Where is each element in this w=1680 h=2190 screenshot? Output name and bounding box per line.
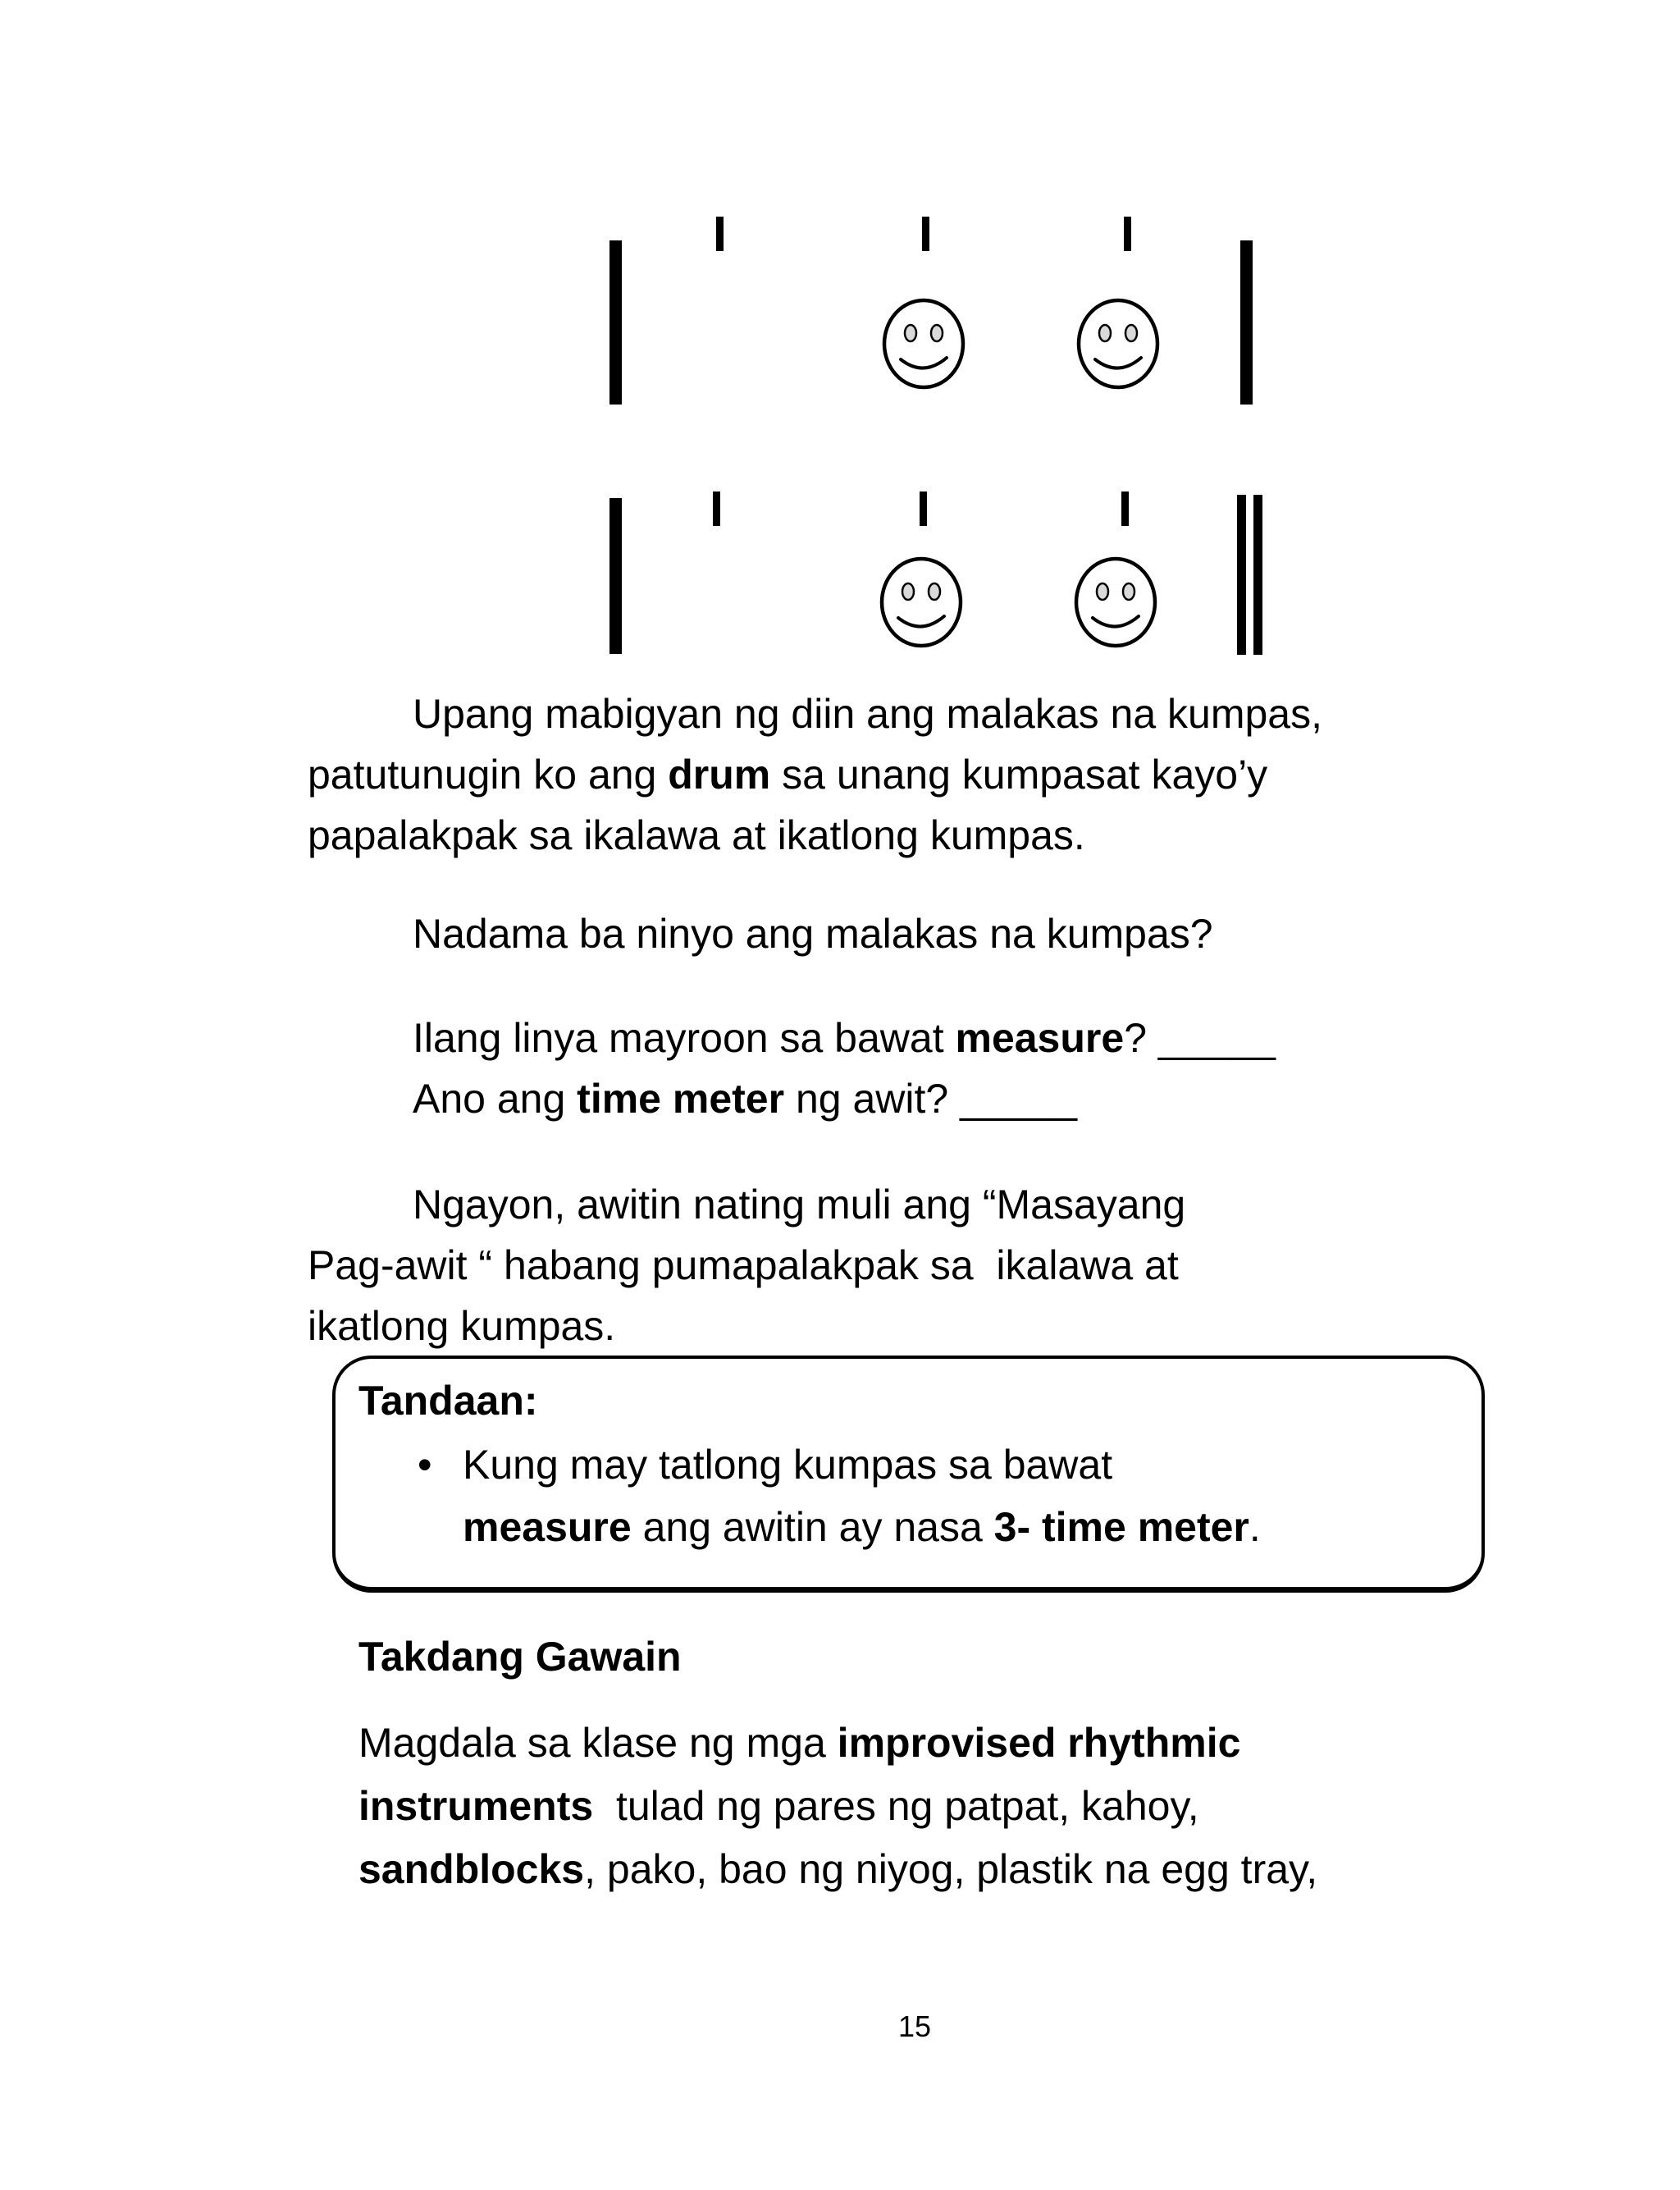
answer-blank: _____ [1157,1015,1276,1061]
heading-text: Takdang Gawain [358,1634,682,1680]
question-ano: Ano ang time meter ng awit? _____ [308,1068,1513,1129]
beat-line [1124,217,1131,251]
paragraph-upang: Upang mabigyan ng diin ang malakas na ku… [308,684,1513,866]
note-text: . [1249,1504,1261,1550]
bold-term-improvised-rhythmic: improvised rhythmic [837,1720,1241,1766]
body-text: Magdala sa klase ng mga [358,1720,838,1766]
body-text: papalakpak sa ikalawa at ikatlong kumpas… [308,812,1085,858]
double-barline [1237,495,1246,655]
body-text: patutunugin ko ang [308,752,669,798]
paragraph-nadama: Nadama ba ninyo ang malakas na kumpas? [308,903,1513,964]
bold-term-sandblocks: sandblocks [358,1846,585,1892]
barline-right [1240,240,1253,405]
beat-line [920,491,927,526]
body-text: Pag-awit “ habang pumapalakpak sa ikalaw… [308,1242,1179,1288]
body-text: Upang mabigyan ng diin ang malakas na ku… [413,691,1323,737]
note-bullet-item: • Kung may tatlong kumpas sa bawat measu… [418,1433,1261,1558]
smiley-face-icon [1073,556,1158,649]
smiley-face-icon [1075,297,1161,391]
note-box-tandaan: Tandaan: • Kung may tatlong kumpas sa ba… [332,1356,1485,1593]
barline-left [609,498,622,654]
bold-term-instruments: instruments [358,1783,594,1829]
barline-left [609,240,622,405]
bold-term-measure: measure [955,1015,1125,1061]
body-text: Ano ang [413,1076,578,1122]
beat-line [713,491,720,526]
beat-line [716,217,724,251]
paragraph-magdala: Magdala sa klase ng mga improvised rhyth… [358,1712,1515,1901]
answer-blank: _____ [960,1076,1079,1122]
body-text: Ngayon, awitin nating muli ang “Masayang [413,1182,1186,1228]
beat-line [1121,491,1129,526]
bold-term-time-meter: time meter [577,1076,785,1122]
double-barline [1253,495,1262,655]
body-text: , pako, bao ng niyog, plastik na egg tra… [584,1846,1318,1892]
page-number: 15 [898,2009,932,2043]
body-text: Ilang linya mayroon sa bawat [413,1015,956,1061]
body-text: ? [1124,1015,1158,1061]
body-text: tulad ng pares ng patpat, kahoy, [593,1783,1199,1829]
smiley-face-icon [881,297,966,391]
note-text: Kung may tatlong kumpas sa bawat [463,1442,1113,1488]
body-text: Nadama ba ninyo ang malakas na kumpas? [413,911,1213,957]
bold-term-drum: drum [668,752,771,798]
body-text: sa unang kumpasat kayo’y [770,752,1268,798]
note-text: ang awitin ay nasa [631,1504,994,1550]
bold-term-3-time-meter: 3- time meter [993,1504,1249,1550]
section-heading-takdang-gawain: Takdang Gawain [358,1626,1507,1687]
question-ilang: Ilang linya mayroon sa bawat measure? __… [308,1008,1513,1068]
note-box-title: Tandaan: [358,1378,538,1424]
body-text: ikatlong kumpas. [308,1303,616,1349]
paragraph-ngayon: Ngayon, awitin nating muli ang “Masayang… [308,1174,1513,1356]
smiley-face-icon [879,556,964,649]
beat-line [922,217,929,251]
bullet-icon: • [418,1442,432,1488]
body-text: ng awit? [784,1076,961,1122]
bold-term-measure: measure [463,1504,632,1550]
